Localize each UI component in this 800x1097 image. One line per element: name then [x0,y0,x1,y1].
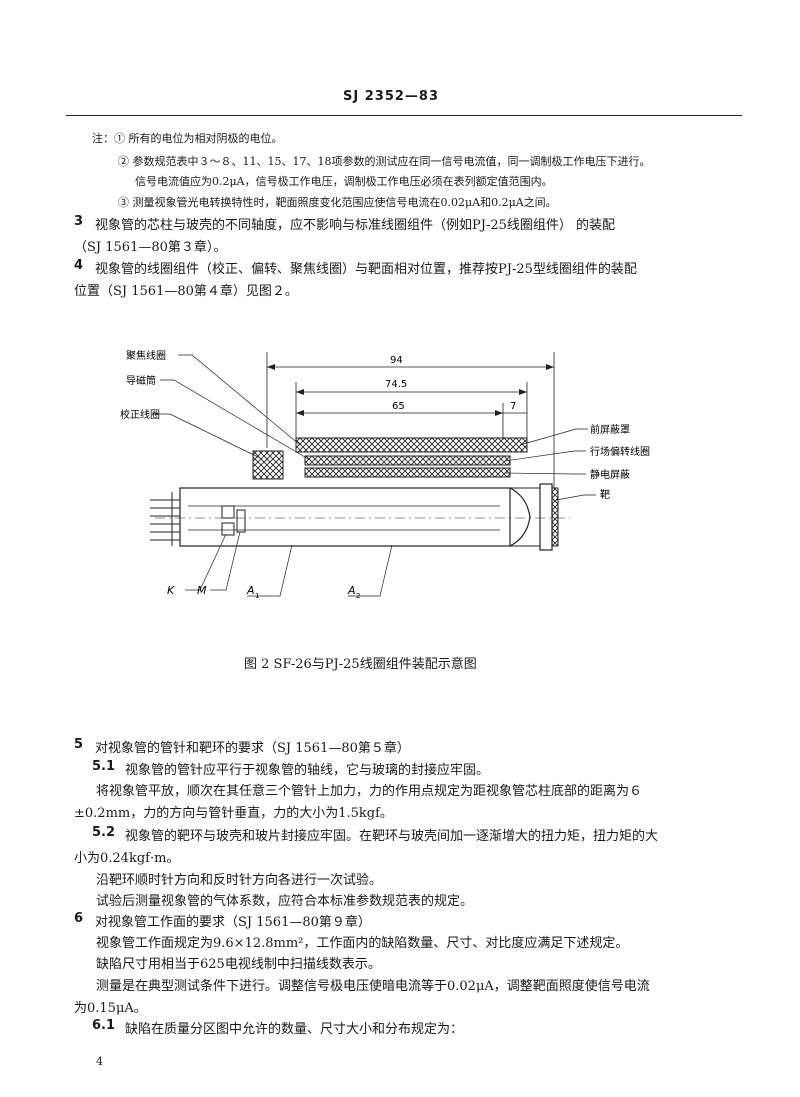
tube-pins [150,492,180,546]
dim-7-label: 7 [510,401,516,412]
page-number: 4 [96,1055,103,1068]
dim-65-label: 65 [392,401,405,412]
deflection-coil [304,455,511,466]
note-1: 注：① 所有的电位为相对阴极的电位。 [92,132,283,145]
section-3-line-2: （SJ 1561—80第３章）。 [74,240,227,255]
section-3-number: 3 [74,214,84,229]
figure-2-caption: 图 2 SF-26与PJ-25线圈组件装配示意图 [244,657,477,672]
note-2-continued: 信号电流值应为0.2μA，信号极工作电压，调制极工作电压必须在表列额定值范围内。 [135,175,553,188]
label-target: 靶 [600,488,610,501]
label-A1: A [246,584,255,597]
label-A2: A [347,584,356,597]
section-3-line-1: 视象管的芯柱与玻壳的不同轴度，应不影响与标准线圈组件（例如PJ-25线圈组件） … [95,218,616,233]
tube-neck [509,487,531,547]
tube-body [179,487,511,547]
bottom-leaders [185,531,393,597]
static-shield [304,467,511,478]
section-6-line-3: 测量是在典型测试条件下进行。调整信号极电压使暗电流等于0.02μA，调整靶面照度… [96,979,650,994]
section-5-2-line-1: 视象管的靶环与玻壳和玻片封接应牢固。在靶环与玻壳间加一逐渐增大的扭力矩，扭力矩的… [125,829,659,844]
note-3: ③ 测量视象管光电转换特性时，靶面照度变化范围应使信号电流在0.02μA和0.2… [118,196,557,209]
section-6-line-1: 视象管工作面规定为9.6×12.8mm²，工作面内的缺陷数量、尺寸、对比度应满足… [96,936,629,951]
dim-94-label: 94 [390,355,403,366]
right-leaders [504,428,596,501]
section-5-1-number: 5.1 [92,759,116,774]
section-4-line-1: 视象管的线圈组件（校正、偏转、聚焦线圈）与靶面相对位置，推荐按PJ-25型线圈组… [95,262,637,277]
label-M: M [197,584,207,597]
section-6-1-number: 6.1 [92,1018,116,1033]
correction-coil [252,450,284,480]
section-5-1-line-2: 将视象管平放，顺次在其任意三个管针上加力，力的作用点规定为距视象管芯柱底部的距离… [96,784,643,799]
section-4-number: 4 [74,258,84,273]
section-6-title: 对视象管工作面的要求（SJ 1561—80第９章） [95,915,371,930]
section-6-1-line-1: 缺陷在质量分区图中允许的数量、尺寸大小和分布规定为： [125,1022,464,1037]
section-5-2-number: 5.2 [92,825,116,840]
section-5-title: 对视象管的管针和靶环的要求（SJ 1561—80第５章） [95,741,410,756]
section-6-line-2: 缺陷尺寸用相当于625电视线制中扫描线数表示。 [96,957,381,972]
label-K: K [167,584,175,597]
section-6-line-4: 为0.15μA。 [74,1001,147,1016]
header-rule [66,115,742,116]
label-correction-coil: 校正线圈 [120,408,160,421]
section-6-number: 6 [74,911,84,926]
note-2: ② 参数规范表中３～８、11、15、17、18项参数的测试应在同一信号电流值，同… [118,155,651,168]
label-front-shield: 前屏蔽罩 [590,423,630,436]
section-5-1-line-1: 视象管的管针应平行于视象管的轴线，它与玻璃的封接应牢固。 [125,763,490,778]
dim-745-label: 74.5 [385,379,407,390]
label-A1-sub: 1 [255,592,259,600]
standard-number-header: SJ 2352—83 [343,89,439,104]
section-5-number: 5 [74,737,84,752]
label-deflection-coil: 行场偏转线圈 [590,445,650,458]
target-ring [539,483,553,551]
label-A2-sub: 2 [356,592,360,600]
label-static-shield: 静电屏蔽 [590,468,630,481]
gun-cathode [221,505,235,519]
gun-grid [236,509,246,533]
label-focus-coil: 聚焦线圈 [126,349,166,362]
section-5-2-line-4: 试验后测量视象管的气体系数，应符合本标准参数规范表的规定。 [96,894,474,909]
target-plate [551,487,559,547]
label-guide-cylinder: 导磁筒 [126,374,156,387]
section-5-2-line-3: 沿靶环顺时针方向和反时针方向各进行一次试验。 [96,873,383,888]
focus-coil [295,437,528,453]
section-5-1-line-3: ±0.2mm，力的方向与管针垂直，力的大小为1.5kgf。 [74,806,393,821]
section-5-2-line-2: 小为0.24kgf·m。 [74,851,180,866]
left-leaders [155,354,311,461]
section-4-line-2: 位置（SJ 1561—80第４章）见图２。 [74,284,298,299]
